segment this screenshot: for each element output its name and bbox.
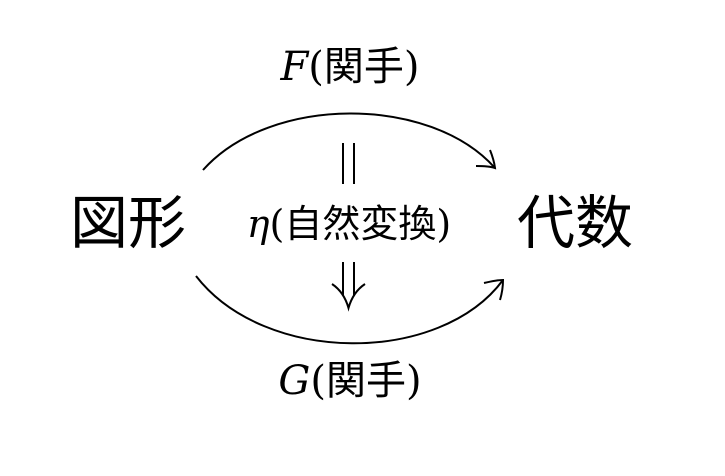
target-node-label: 代数 [517, 189, 633, 257]
bottom-arrow-head [483, 278, 505, 301]
top-arrow-head [475, 149, 497, 170]
functor-g-symbol: G [278, 358, 310, 404]
bottom-label-paren-close: ) [406, 358, 422, 404]
bottom-arrow-label: G(関手) [278, 358, 421, 404]
bottom-functor-arrow [195, 275, 504, 345]
bottom-label-paren-open: ( [310, 358, 326, 404]
source-node-label: 図形 [70, 189, 186, 257]
eta-symbol: η [247, 202, 270, 246]
functor-f-symbol: F [280, 44, 310, 90]
nat-label-paren-open: ( [270, 202, 285, 246]
nat-trans-label: η(自然変換) [247, 202, 451, 246]
nat-label-paren-close: ) [436, 202, 451, 246]
double-arrow-down-icon [331, 283, 366, 312]
top-functor-arrow [202, 112, 496, 171]
top-label-paren-open: ( [308, 44, 324, 90]
top-label-name: 関手 [324, 44, 404, 90]
bottom-label-name: 関手 [326, 358, 406, 404]
top-label-paren-close: ) [404, 44, 420, 90]
top-arrow-label: F(関手) [280, 44, 420, 90]
nat-label-name: 自然変換 [284, 202, 436, 246]
